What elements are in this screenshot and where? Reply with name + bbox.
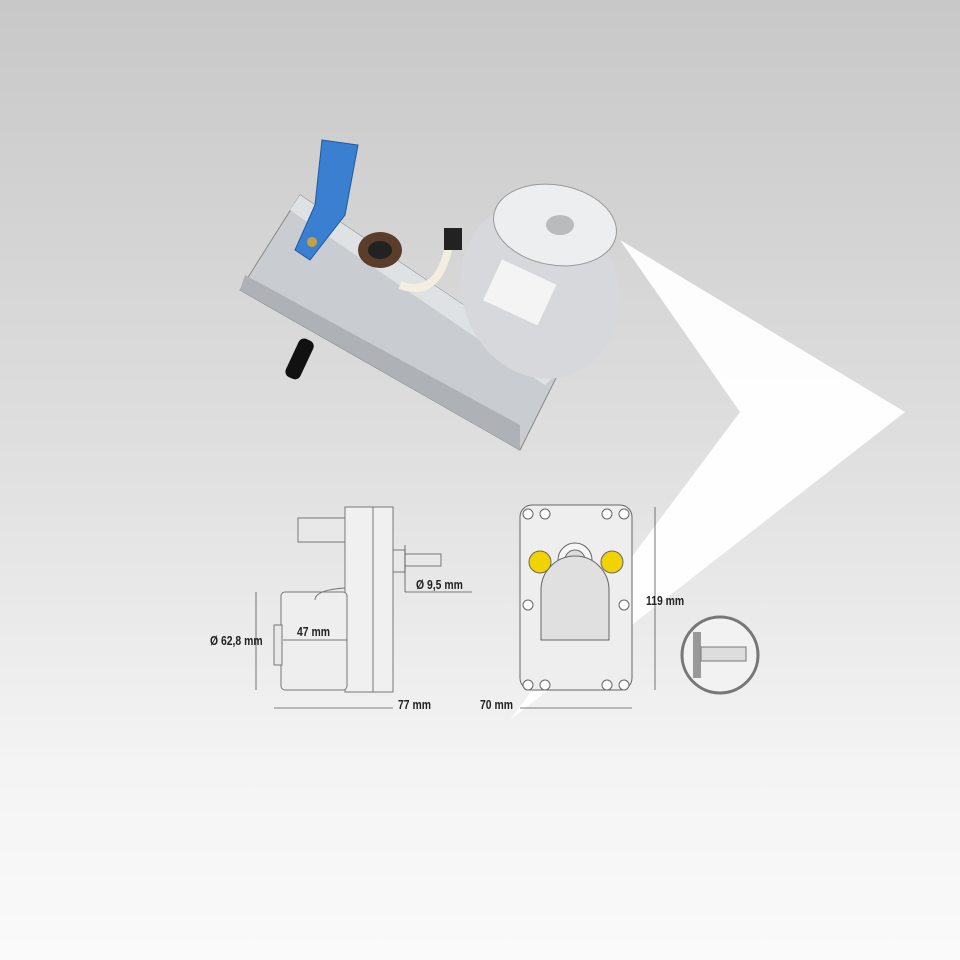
height-label: 119 mm — [646, 593, 685, 608]
front-view-diagram — [519, 504, 656, 709]
rotation-cw-icon — [600, 550, 624, 574]
motor-length-label: 47 mm — [297, 624, 330, 639]
gear-motor-photo — [239, 139, 620, 451]
motor-diameter-label: Ø 62,8 mm — [210, 633, 263, 648]
total-depth-label: 77 mm — [398, 697, 431, 712]
side-view-diagram — [255, 506, 472, 709]
shaft-detail-inset — [680, 615, 760, 695]
shaft-diameter-label: Ø 9,5 mm — [416, 577, 463, 592]
width-label: 70 mm — [480, 697, 513, 712]
rotation-ccw-icon — [528, 550, 552, 574]
